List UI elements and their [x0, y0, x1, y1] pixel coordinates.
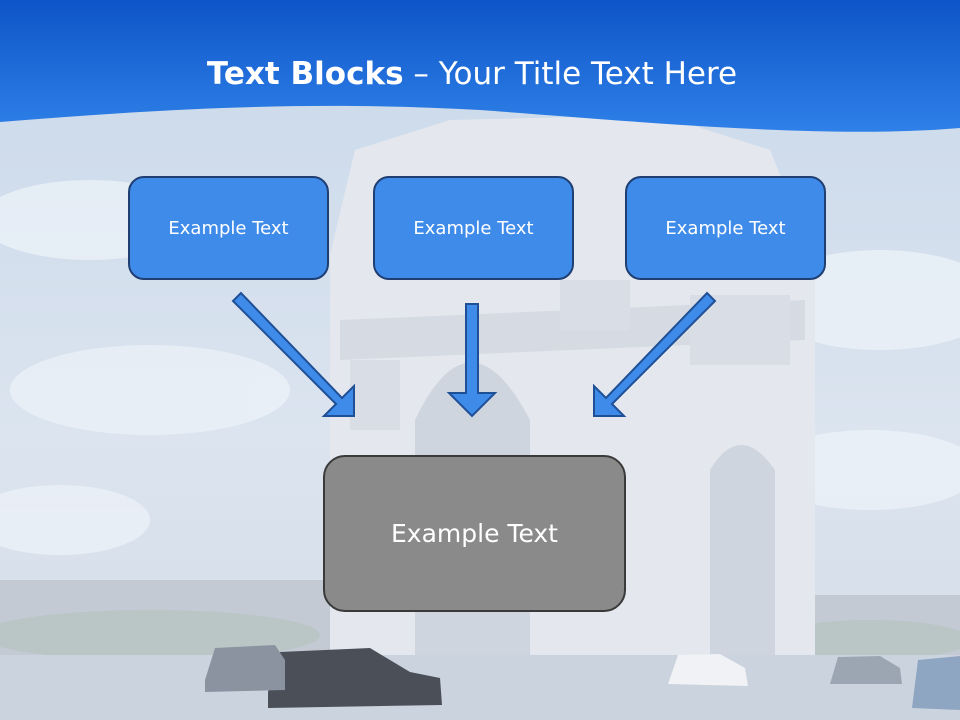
arrow-center: [446, 303, 498, 418]
title-dash: –: [403, 56, 439, 92]
text-block-1[interactable]: Example Text: [128, 176, 329, 280]
cars: [205, 645, 960, 710]
arrow-left: [231, 291, 355, 417]
main-text-block[interactable]: Example Text: [323, 455, 626, 612]
header-banner: [0, 0, 960, 132]
title-rest: Your Title Text Here: [438, 56, 738, 92]
text-block-2[interactable]: Example Text: [373, 176, 574, 280]
arrow-right: [593, 291, 717, 417]
text-block-3[interactable]: Example Text: [625, 176, 826, 280]
slide-title: Text Blocks – Your Title Text Here: [0, 52, 944, 96]
title-bold-part: Text Blocks: [206, 56, 404, 92]
